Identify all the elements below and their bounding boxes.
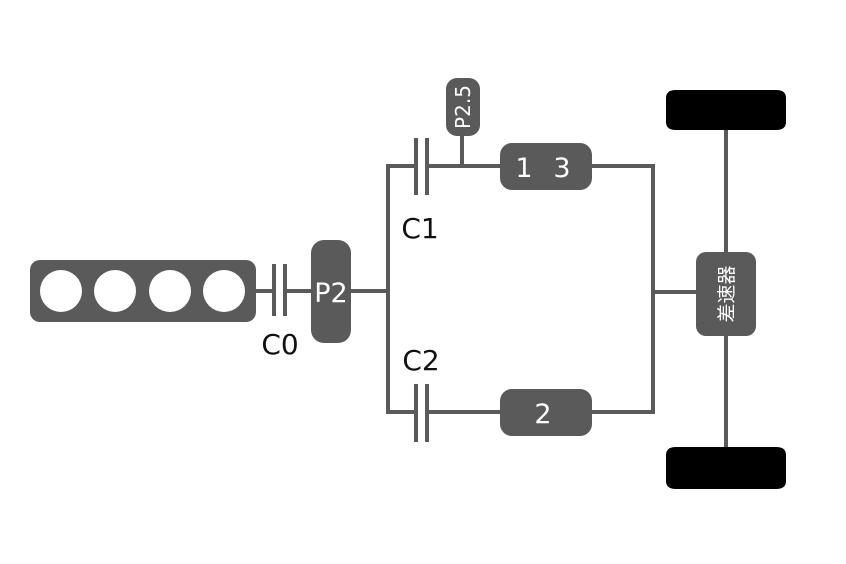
clutch-c0 <box>272 264 287 316</box>
gear-2-label: 2 <box>534 399 551 430</box>
differential-block <box>696 252 756 336</box>
p2-motor-block <box>311 240 351 343</box>
clutch-c2-label: C2 <box>402 344 439 377</box>
engine-cylinder-icon <box>203 270 245 312</box>
shaft-lines <box>255 130 728 448</box>
clutch-c0-label: C0 <box>261 328 298 361</box>
wheels <box>666 90 786 489</box>
p2-label: P2 <box>314 278 347 309</box>
gear-1-label: 1 <box>515 153 532 184</box>
engine-cylinder-icon <box>40 270 82 312</box>
engine-cylinder-icon <box>94 270 136 312</box>
gear-2-block <box>500 389 592 436</box>
engine-cylinder-icon <box>149 270 191 312</box>
wheel-top-icon <box>666 90 786 130</box>
p25-motor-block <box>446 78 480 136</box>
clutch-c1-label: C1 <box>401 212 438 245</box>
clutch-c2 <box>414 384 429 442</box>
engine-body <box>30 260 256 322</box>
clutch-c1 <box>414 138 429 195</box>
engine-block <box>30 260 256 322</box>
wheel-bottom-icon <box>666 447 786 489</box>
p25-label: P2.5 <box>451 85 475 129</box>
differential-label: 差速器 <box>716 265 738 322</box>
gear-1-3-block <box>500 143 592 190</box>
gear-3-label: 3 <box>553 153 570 184</box>
